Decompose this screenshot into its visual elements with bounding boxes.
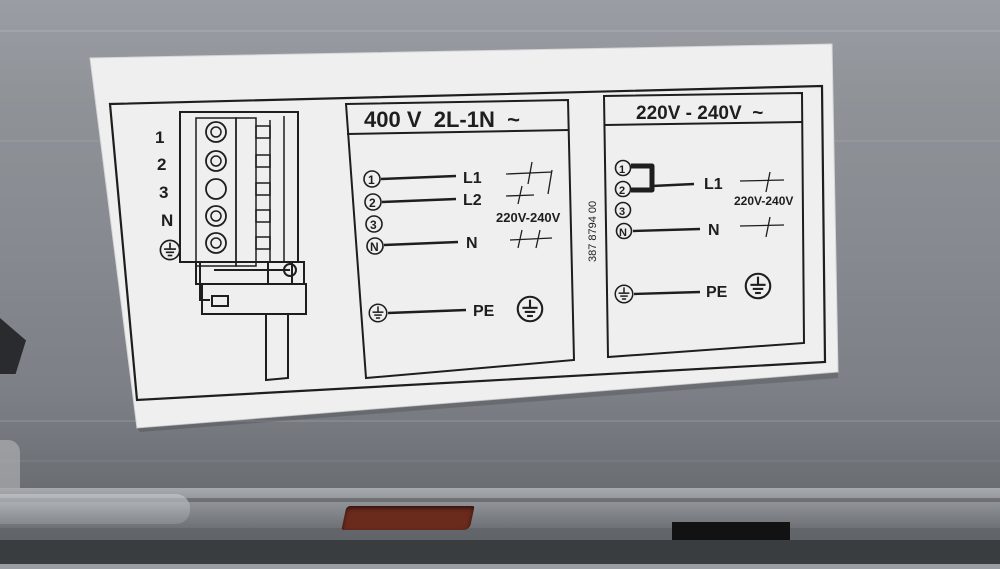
metal-rail-groove [0,498,1000,502]
panel-220v-terminal: 3 [619,206,625,218]
panel-220v-line-l1: L1 [704,176,723,193]
panel-400v-terminal: N [370,240,379,254]
screw-icon [210,210,222,222]
outer-frame [108,84,827,402]
wire-l2 [381,197,457,204]
cable-duct [265,314,289,382]
metal-streak [0,460,1000,462]
panel-220v-terminal: N [619,227,627,239]
screw-icon [210,126,222,138]
screw-icon [210,155,222,167]
panel-400v-line-l1: L1 [463,170,482,187]
wire-l1 [651,182,695,188]
terminal-block: 1 2 3 N [155,111,307,382]
panel-400v-frame [344,98,576,380]
wire-l1 [380,174,457,181]
voltage-marker [505,161,553,249]
screw-icon [205,232,227,254]
screw-icon [205,150,227,172]
panel-220v: 220V - 240V ~ 1 2 3 N L1 N 220V-240V PE [602,91,806,359]
terminal-row-label: N [161,211,173,230]
circled-number-icon [614,180,632,198]
panel-400v-pe: PE [473,303,495,320]
panel-220v-header-rule [604,121,803,126]
panel-220v-frame [602,91,806,359]
panel-400v: 400 V 2L-1N ~ 1 L1 2 L2 3 N N 220V-240V … [344,98,576,380]
bottom-bar [0,540,1000,564]
panel-400v-header: 400 V 2L-1N ~ [364,107,520,132]
terminal-row-label: 2 [157,155,166,174]
panel-220v-pe: PE [706,284,728,301]
label-sticker [89,43,839,429]
wire-pe [387,308,467,315]
panel-400v-header-rule [346,129,570,135]
wire-pe [633,290,701,296]
panel-220v-terminal: 1 [619,164,625,176]
screw-icon [205,121,227,143]
circled-number-icon [363,170,381,188]
circled-number-icon [364,193,382,211]
terminal-base [195,261,307,315]
terminal-contacts [255,116,285,262]
panel-220v-terminal: 2 [619,185,625,197]
voltage-marker [739,171,785,238]
panel-400v-voltage-note: 220V-240V [496,210,561,225]
screw-icon [205,205,227,227]
metal-ridge [0,494,190,524]
jumper-icon [631,163,655,193]
panel-400v-terminal: 3 [370,218,377,232]
label-shadow [137,372,838,432]
panel-400v-line-l2: L2 [463,192,482,209]
panel-400v-line-n: N [466,235,478,252]
terminal-row-label: 3 [159,183,168,202]
panel-400v-terminal: 2 [369,196,376,210]
panel-400v-terminal: 1 [368,173,375,187]
screw-icon [283,263,297,277]
circled-number-icon [614,159,632,177]
screw-icon [205,178,227,200]
terminal-row-label: 1 [155,128,164,147]
panel-220v-voltage-note: 220V-240V [734,194,793,208]
part-number: 387 8794 00 [587,201,599,262]
metal-streak [0,420,1000,422]
metal-streak [0,30,1000,32]
wire-n [632,227,701,233]
circled-number-icon [614,201,632,219]
panel-220v-header: 220V - 240V ~ [636,103,763,124]
circled-number-icon [366,237,384,255]
screw-icon [210,237,222,249]
wire-n [383,240,459,247]
circled-number-icon [365,215,383,233]
circled-number-icon [615,222,633,240]
terminal-screws [205,121,227,254]
panel-220v-line-n: N [708,222,720,239]
clip-bracket-lower [0,440,20,500]
